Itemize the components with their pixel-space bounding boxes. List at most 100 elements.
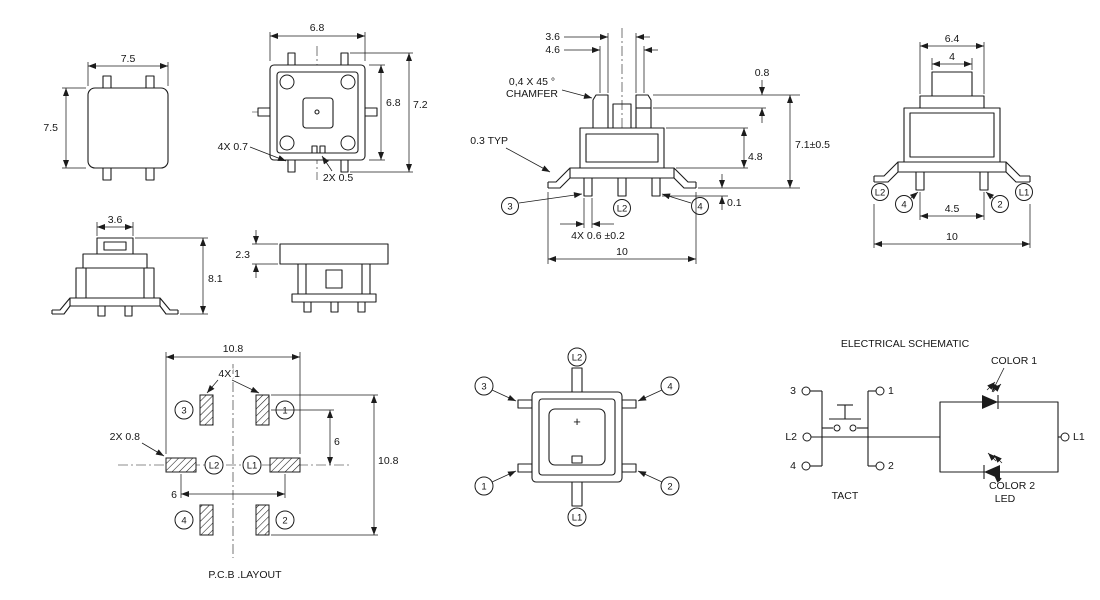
tact-label: TACT	[832, 490, 859, 502]
svg-text:4: 4	[667, 382, 672, 393]
dim-height: 8.1	[135, 237, 223, 315]
corner-hole	[279, 135, 295, 151]
right-wing	[673, 177, 696, 189]
base-square	[548, 408, 606, 466]
schematic-title: ELECTRICAL SCHEMATIC	[841, 338, 970, 350]
note-holes: 4X 1	[206, 367, 260, 394]
dim-cap: 6.4	[919, 33, 985, 94]
view-side-view: 6.4 4 L2 4 2 L1 4.5	[871, 33, 1033, 248]
pin-label-4: 4	[661, 193, 709, 215]
button	[931, 71, 973, 97]
pin-l1-label: L1	[1073, 431, 1085, 443]
pin-label-3: 3	[501, 192, 583, 215]
pad-4	[199, 504, 214, 536]
lead	[303, 301, 312, 313]
lead	[124, 305, 133, 317]
left-wing	[874, 171, 899, 183]
housing	[579, 127, 665, 169]
color-2-label: COLOR 2	[989, 480, 1035, 492]
body-outline	[269, 64, 366, 161]
svg-text:2: 2	[282, 516, 287, 527]
svg-text:3: 3	[181, 406, 186, 417]
dim-width: 6.8	[269, 22, 366, 61]
chamfer-note: 0,4 X 45 ° CHAMFER	[506, 76, 593, 100]
dim-text: 4	[949, 51, 955, 63]
body-inner	[538, 398, 616, 476]
dim-button: 4	[931, 51, 973, 70]
right-wing	[159, 305, 178, 315]
housing	[903, 107, 1001, 163]
knob	[96, 237, 134, 255]
lead	[617, 177, 627, 197]
dim-text: 10.8	[378, 455, 399, 467]
lead	[97, 305, 106, 317]
note-text: 4X 1	[218, 368, 240, 380]
dim-text: 4.5	[945, 203, 960, 215]
svg-text:2: 2	[997, 200, 1002, 211]
housing	[75, 267, 155, 299]
terminal-l2	[802, 432, 812, 442]
left-wing	[548, 167, 571, 183]
note-leads: 4X 0.7	[218, 141, 287, 162]
pad-1	[255, 394, 270, 426]
svg-text:L2: L2	[209, 461, 220, 472]
pin-1-label: 1	[888, 385, 894, 397]
svg-text:2: 2	[667, 482, 672, 493]
pad-2	[255, 504, 270, 536]
tact-switch-symbol: 3 4 1 2 TACT	[790, 385, 894, 502]
pad-l1	[269, 457, 301, 473]
corner-hole	[340, 135, 356, 151]
dim-width: 7.5	[87, 53, 169, 86]
view-top-detail: 6.8 6.8 7.2 4X 0.7 2X 0.5	[218, 22, 428, 184]
dim-text: 10.8	[223, 343, 244, 355]
right-wing	[159, 297, 178, 311]
terminal-2	[875, 461, 885, 471]
lead	[915, 171, 925, 191]
base-plate	[69, 297, 161, 307]
svg-text:3: 3	[507, 202, 512, 213]
pin-label-l2: L2	[567, 347, 587, 367]
svg-text:L2: L2	[617, 204, 628, 215]
led-1-diode	[982, 395, 998, 409]
lead-4	[621, 399, 637, 409]
dim-cap-height: 2.3	[235, 230, 278, 278]
note-pads: 2X 0.8	[110, 431, 165, 457]
dim-text: 6	[334, 436, 340, 448]
view-side-small: 2.3	[235, 230, 389, 313]
pad-3	[199, 394, 214, 426]
led-loop	[939, 401, 1059, 473]
pin-label-4: 4	[174, 510, 194, 530]
pin-label-3: 3	[474, 376, 517, 402]
lead-3	[517, 399, 533, 409]
svg-text:L1: L1	[247, 461, 258, 472]
slot	[319, 145, 326, 154]
svg-text:1: 1	[282, 406, 287, 417]
note-text: 2X 0.5	[323, 172, 354, 184]
left-wing	[548, 177, 571, 189]
dim-height: 7.5	[43, 87, 86, 169]
svg-text:4: 4	[901, 200, 906, 211]
dim-height: 10.8	[271, 394, 399, 536]
lead	[583, 177, 593, 197]
cap-ring	[919, 95, 985, 109]
view-front-section: 3.6 4.6 0,4 X 45 ° CHAMFER 0.8 0.3 TYP	[470, 28, 830, 264]
dim-lead-width: 4X 0.6 ±0.2	[560, 198, 625, 242]
dim-text: 0.1	[727, 197, 742, 209]
dim-text: 2.3	[235, 249, 250, 261]
led-label: LED	[995, 493, 1016, 505]
lead	[102, 75, 112, 89]
svg-text:L2: L2	[875, 188, 886, 199]
contact	[833, 424, 841, 432]
lead	[979, 171, 989, 191]
svg-text:4: 4	[697, 202, 702, 213]
lead	[651, 177, 661, 197]
svg-text:L2: L2	[572, 353, 583, 364]
pin-l2-label: L2	[785, 431, 797, 443]
dim-total-width: 10	[873, 204, 1031, 248]
pin-label-l1: L1	[567, 507, 587, 527]
dim-total-width: 10	[547, 192, 697, 264]
dim-step: 4.6	[545, 44, 658, 93]
lead-l1	[571, 481, 583, 507]
